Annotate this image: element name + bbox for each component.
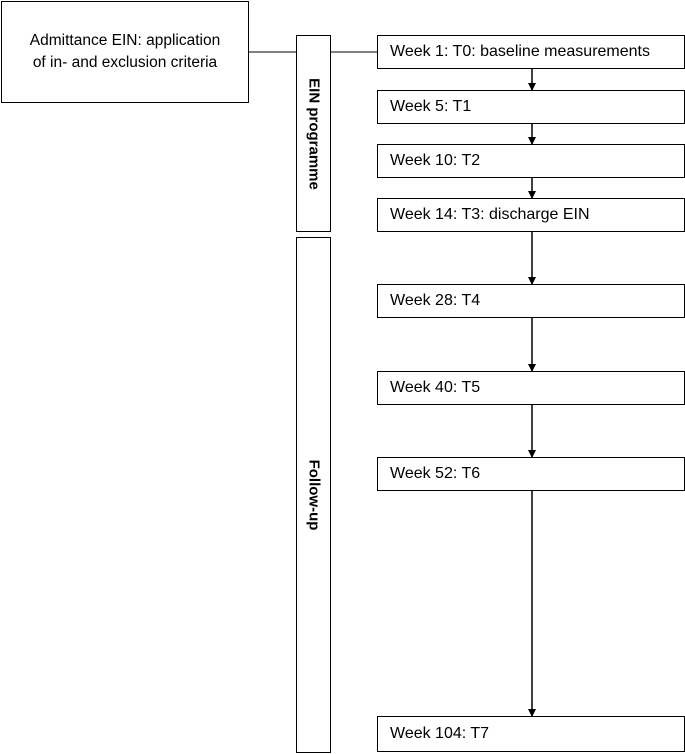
admittance-line2: of in- and exclusion criteria (32, 54, 218, 71)
admittance-box: Admittance EIN: application of in- and e… (1, 1, 249, 103)
week-1-label: Week 1: T0: baseline measurements (390, 43, 650, 60)
week-10-label: Week 10: T2 (390, 152, 481, 169)
admittance-line1: Admittance EIN: application (29, 32, 221, 49)
week-box-52: Week 52: T6 (377, 457, 685, 491)
week-box-40: Week 40: T5 (377, 371, 685, 405)
week-5-label: Week 5: T1 (390, 98, 472, 115)
phase-follow-up-label: Follow-up (305, 459, 322, 531)
week-52-label: Week 52: T6 (390, 465, 481, 482)
week-box-14: Week 14: T3: discharge EIN (377, 198, 685, 232)
week-box-5: Week 5: T1 (377, 90, 685, 124)
week-14-label: Week 14: T3: discharge EIN (390, 206, 590, 223)
phase-ein-programme: EIN programme (296, 35, 331, 232)
week-box-1: Week 1: T0: baseline measurements (377, 35, 685, 69)
week-28-label: Week 28: T4 (390, 292, 481, 309)
week-box-10: Week 10: T2 (377, 144, 685, 178)
week-box-104: Week 104: T7 (377, 716, 685, 752)
week-40-label: Week 40: T5 (390, 379, 481, 396)
week-104-label: Week 104: T7 (390, 725, 490, 742)
week-box-28: Week 28: T4 (377, 284, 685, 318)
phase-ein-programme-label: EIN programme (305, 77, 322, 190)
phase-follow-up: Follow-up (296, 237, 331, 753)
